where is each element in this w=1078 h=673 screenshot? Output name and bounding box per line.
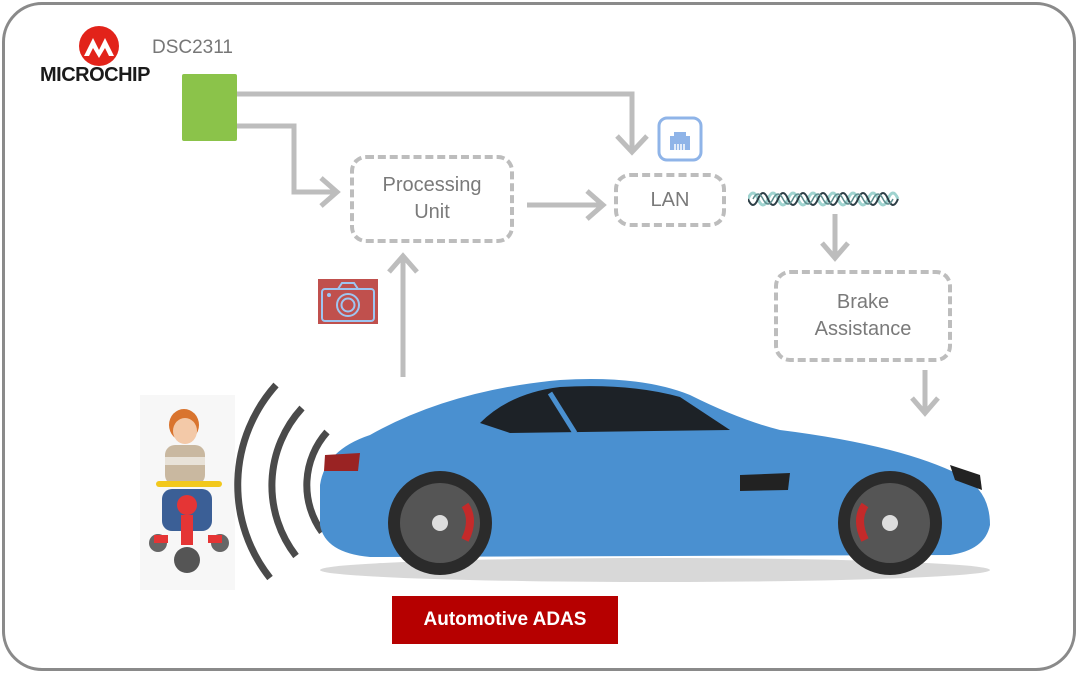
automotive-adas-banner: Automotive ADAS [392,596,618,644]
lan-box: LAN [614,173,726,227]
camera-icon [318,279,378,324]
chip-to-processing-arrowhead [319,176,341,208]
brake-assistance-box: Brake Assistance [774,270,952,362]
dsc2311-chip [182,74,237,141]
chip-to-lan-arrowhead [615,134,649,156]
processing-to-lan-arrowhead [585,189,607,221]
sensor-wave-inner [303,429,330,535]
brake-output-arrowhead [910,396,940,417]
processing-unit-box: Processing Unit [350,155,514,243]
chip-label: DSC2311 [152,37,233,58]
microchip-logo-icon [76,24,122,68]
child-on-tricycle-image [140,395,235,590]
blue-sports-car-image [310,375,1000,585]
sensor-wave-outer [234,382,279,581]
chip-to-lan-line [237,91,635,150]
camera-to-processing-arrowhead [387,252,419,274]
sensor-wave-middle [268,405,305,559]
cable-to-brake-arrowhead [820,241,850,262]
chip-to-processing-line [237,123,335,195]
twisted-pair-cable-icon [748,184,902,214]
brand-name: MICROCHIP [40,64,150,86]
ethernet-port-icon [657,116,703,162]
